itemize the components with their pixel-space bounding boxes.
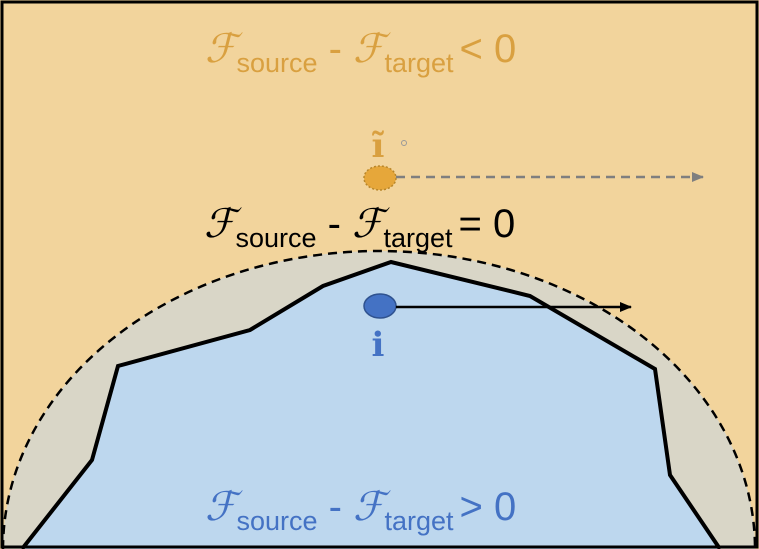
- original-point-label: i: [372, 325, 385, 365]
- dashed-boundary: [1, 249, 757, 549]
- perturbed-point: [363, 165, 397, 191]
- small-circle-icon: [401, 140, 407, 146]
- original-point: [363, 293, 397, 319]
- perturbed-point-label: ĩ: [372, 126, 385, 166]
- label-mid: ℱsource - ℱtarget= 0: [204, 201, 515, 253]
- inner-region: [22, 262, 720, 549]
- inner-region-boundary: [20, 259, 722, 549]
